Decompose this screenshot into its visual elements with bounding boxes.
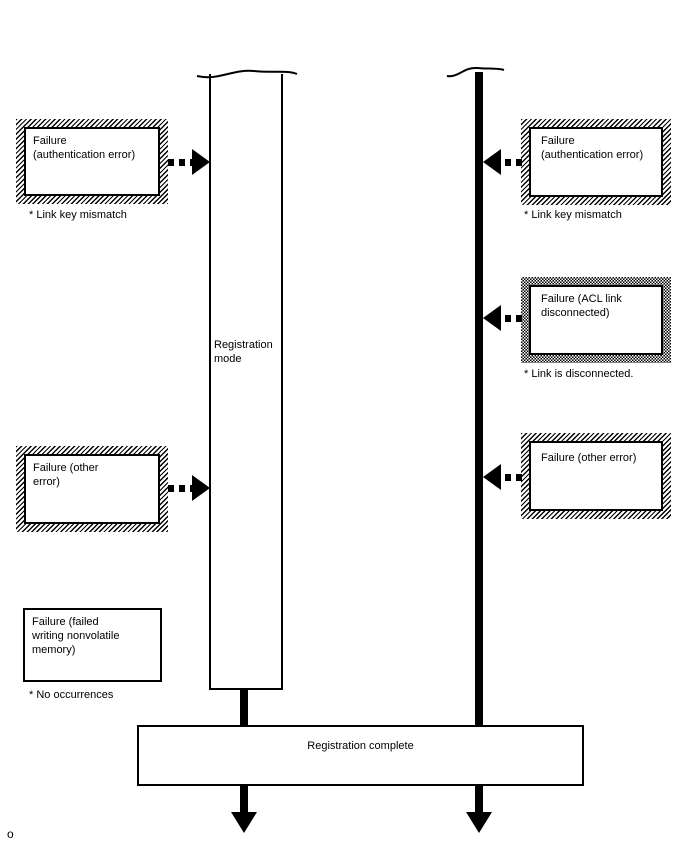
dashed-arrow-right-icon bbox=[168, 475, 210, 501]
arrowhead-icon bbox=[192, 149, 210, 175]
right-failure-acl-note: * Link is disconnected. bbox=[524, 368, 634, 380]
arrowhead-icon bbox=[192, 475, 210, 501]
down-arrow-icon bbox=[466, 786, 492, 833]
left-failure-nvm-box: Failure (failed writing nonvolatile memo… bbox=[23, 608, 162, 682]
registration-complete-label: Registration complete bbox=[307, 740, 414, 752]
dashed-arrow-left-icon bbox=[483, 149, 522, 175]
right-failure-other-label: Failure (other error) bbox=[529, 441, 663, 511]
down-arrow-shaft bbox=[240, 786, 248, 813]
device-lifeline bbox=[475, 72, 483, 725]
registration-complete-box: Registration complete bbox=[137, 725, 584, 786]
right-failure-other-box: Failure (other error) bbox=[521, 433, 671, 519]
dashed-arrow-shaft bbox=[168, 158, 192, 166]
dashed-arrow-shaft bbox=[168, 484, 192, 492]
arrowhead-icon bbox=[483, 464, 501, 490]
left-failure-auth-note: * Link key mismatch bbox=[29, 209, 127, 221]
arrowhead-icon bbox=[483, 305, 501, 331]
dashed-arrow-left-icon bbox=[483, 464, 522, 490]
arrowhead-icon bbox=[466, 812, 492, 833]
break-wave-icon bbox=[446, 66, 505, 78]
right-failure-auth-label: Failure (authentication error) bbox=[529, 127, 663, 197]
left-failure-auth-box: Failure (authentication error) bbox=[16, 119, 168, 204]
dashed-arrow-right-icon bbox=[168, 149, 210, 175]
right-failure-acl-label: Failure (ACL link disconnected) bbox=[529, 285, 663, 355]
dashed-arrow-shaft bbox=[501, 158, 522, 166]
right-failure-auth-note: * Link key mismatch bbox=[524, 209, 622, 221]
dashed-arrow-shaft bbox=[501, 473, 522, 481]
dashed-arrow-left-icon bbox=[483, 305, 522, 331]
lifeline-connector bbox=[240, 688, 248, 725]
registration-mode-label: Registration mode bbox=[214, 339, 273, 365]
right-failure-auth-box: Failure (authentication error) bbox=[521, 119, 671, 205]
registration-mode-lifeline: Registration mode bbox=[209, 74, 283, 690]
right-failure-acl-box: Failure (ACL link disconnected) bbox=[521, 277, 671, 363]
page-marker: o bbox=[7, 827, 14, 841]
arrowhead-icon bbox=[231, 812, 257, 833]
down-arrow-shaft bbox=[475, 786, 483, 813]
down-arrow-icon bbox=[231, 786, 257, 833]
left-failure-other-box: Failure (other error) bbox=[16, 446, 168, 532]
arrowhead-icon bbox=[483, 149, 501, 175]
left-failure-auth-label: Failure (authentication error) bbox=[24, 127, 160, 196]
left-failure-nvm-note: * No occurrences bbox=[29, 689, 114, 701]
dashed-arrow-shaft bbox=[501, 314, 522, 322]
break-wave-icon bbox=[196, 69, 298, 79]
left-failure-other-label: Failure (other error) bbox=[24, 454, 160, 524]
